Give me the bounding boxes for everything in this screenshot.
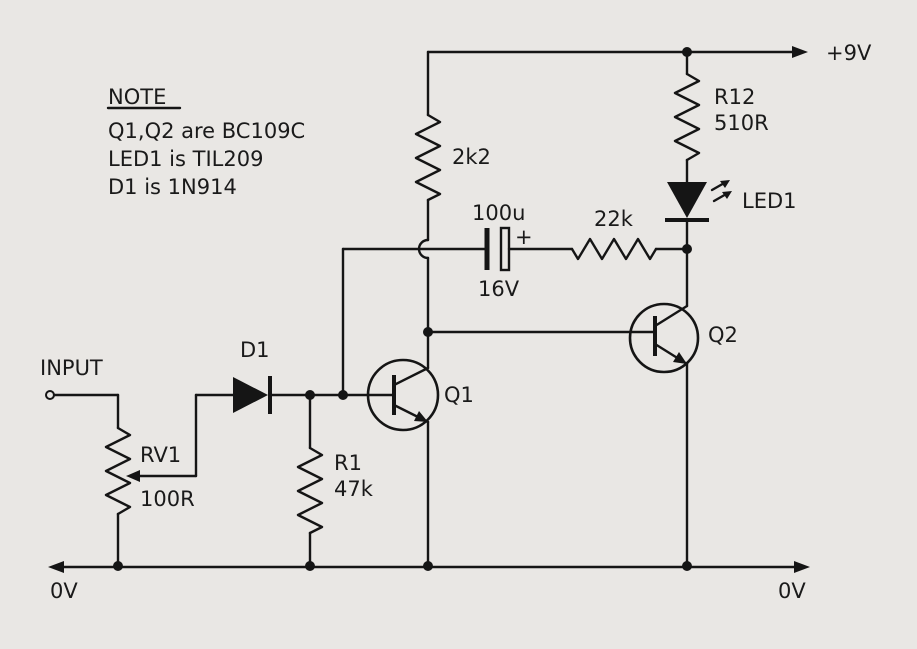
r1-value-label: 47k	[334, 477, 374, 501]
supply-arrow-icon	[792, 46, 808, 58]
emitter-arrow-icon	[414, 411, 428, 422]
transistor-q2: Q2	[426, 247, 738, 568]
rv1-value-label: 100R	[140, 487, 195, 511]
ground-rail: 0V 0V	[48, 561, 810, 603]
supply-rail: +9V	[426, 41, 872, 65]
ground-right-arrow-icon	[794, 561, 810, 573]
note-line-1: Q1,Q2 are BC109C	[108, 119, 305, 143]
r-collector-label: 2k2	[452, 145, 491, 169]
note-heading: NOTE	[108, 85, 166, 109]
resistor-2k2: 2k2	[414, 50, 491, 370]
diode-triangle-icon	[233, 377, 268, 413]
cap-plus-label: +	[515, 225, 533, 249]
ground-left-arrow-icon	[48, 561, 64, 573]
r12-value-label: 510R	[714, 111, 769, 135]
rv1-name-label: RV1	[140, 443, 181, 467]
feedback-path	[341, 247, 490, 397]
note-line-3: D1 is 1N914	[108, 175, 237, 199]
note-block: NOTE Q1,Q2 are BC109C LED1 is TIL209 D1 …	[106, 85, 305, 199]
resistor-22k: 22k	[570, 207, 692, 261]
led1: LED1	[665, 180, 797, 251]
r12-name-label: R12	[714, 85, 755, 109]
note-line-2: LED1 is TIL209	[108, 147, 263, 171]
resistor-r1: R1 47k	[296, 393, 374, 568]
d1-label: D1	[240, 338, 270, 362]
potentiometer-rv1: INPUT RV1 100R	[40, 356, 198, 568]
led-name-label: LED1	[742, 189, 797, 213]
supply-label: +9V	[826, 41, 872, 65]
resistor-r12: R12 510R	[673, 50, 769, 184]
q2-label: Q2	[708, 323, 738, 347]
capacitor-100u: 100u + 16V	[472, 201, 574, 301]
led-triangle-icon	[667, 182, 707, 218]
transistor-q1: Q1	[338, 358, 474, 568]
cap-value-label: 100u	[472, 201, 525, 225]
emitter-arrow-icon	[673, 352, 687, 364]
wiper-arrow-icon	[126, 470, 140, 482]
q1-label: Q1	[444, 383, 474, 407]
r1-name-label: R1	[334, 451, 362, 475]
diode-d1: D1	[194, 338, 345, 414]
cap-voltage-label: 16V	[478, 277, 520, 301]
input-label: INPUT	[40, 356, 103, 380]
r-series-label: 22k	[594, 207, 634, 231]
ground-left-label: 0V	[50, 579, 78, 603]
ground-right-label: 0V	[778, 579, 806, 603]
